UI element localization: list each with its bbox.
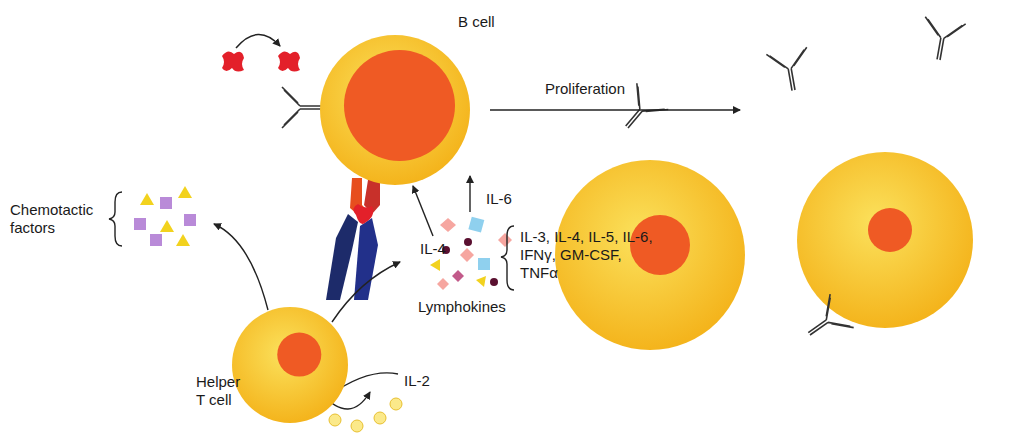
chemotactic-arrow [214,224,268,310]
receptor-complex [326,178,380,300]
il4-arrow [413,186,433,236]
proliferation-arrow [490,109,740,111]
helper-t-cell: Helper T cell [232,307,348,423]
chemotactic-shapes [134,186,196,246]
cell-label: Helper T cell [196,373,250,409]
cytokine-label: IL-2 [404,372,444,390]
cytokine-label: IL-6 [486,190,526,208]
antibody [797,294,853,351]
binding-arrow [236,34,280,48]
antibody [918,17,965,64]
secretion-arrow [332,262,400,322]
cytokine-label: IL-4 [420,240,460,258]
chemotactic-brace [109,192,122,246]
antigen [278,51,300,71]
group-label: Chemotactic factors [10,201,110,237]
daughter-cell [797,152,973,328]
cell-outline [320,35,470,185]
cytokine-list: IL-3, IL-4, IL-5, IL-6, IFNγ, GM-CSF, TN… [520,228,660,282]
group-label: Lymphokines [418,298,528,316]
cell-outline [232,307,348,423]
antigen [222,51,244,71]
b-cell: B cell [320,35,470,185]
il6-arrow [469,176,470,212]
cell-label: B cell [458,13,538,31]
il2-molecules [329,398,402,432]
process-label: Proliferation [545,80,665,98]
b-cell-receptor [282,87,322,128]
lymphokine-brace [501,226,514,290]
antibody [766,47,813,94]
